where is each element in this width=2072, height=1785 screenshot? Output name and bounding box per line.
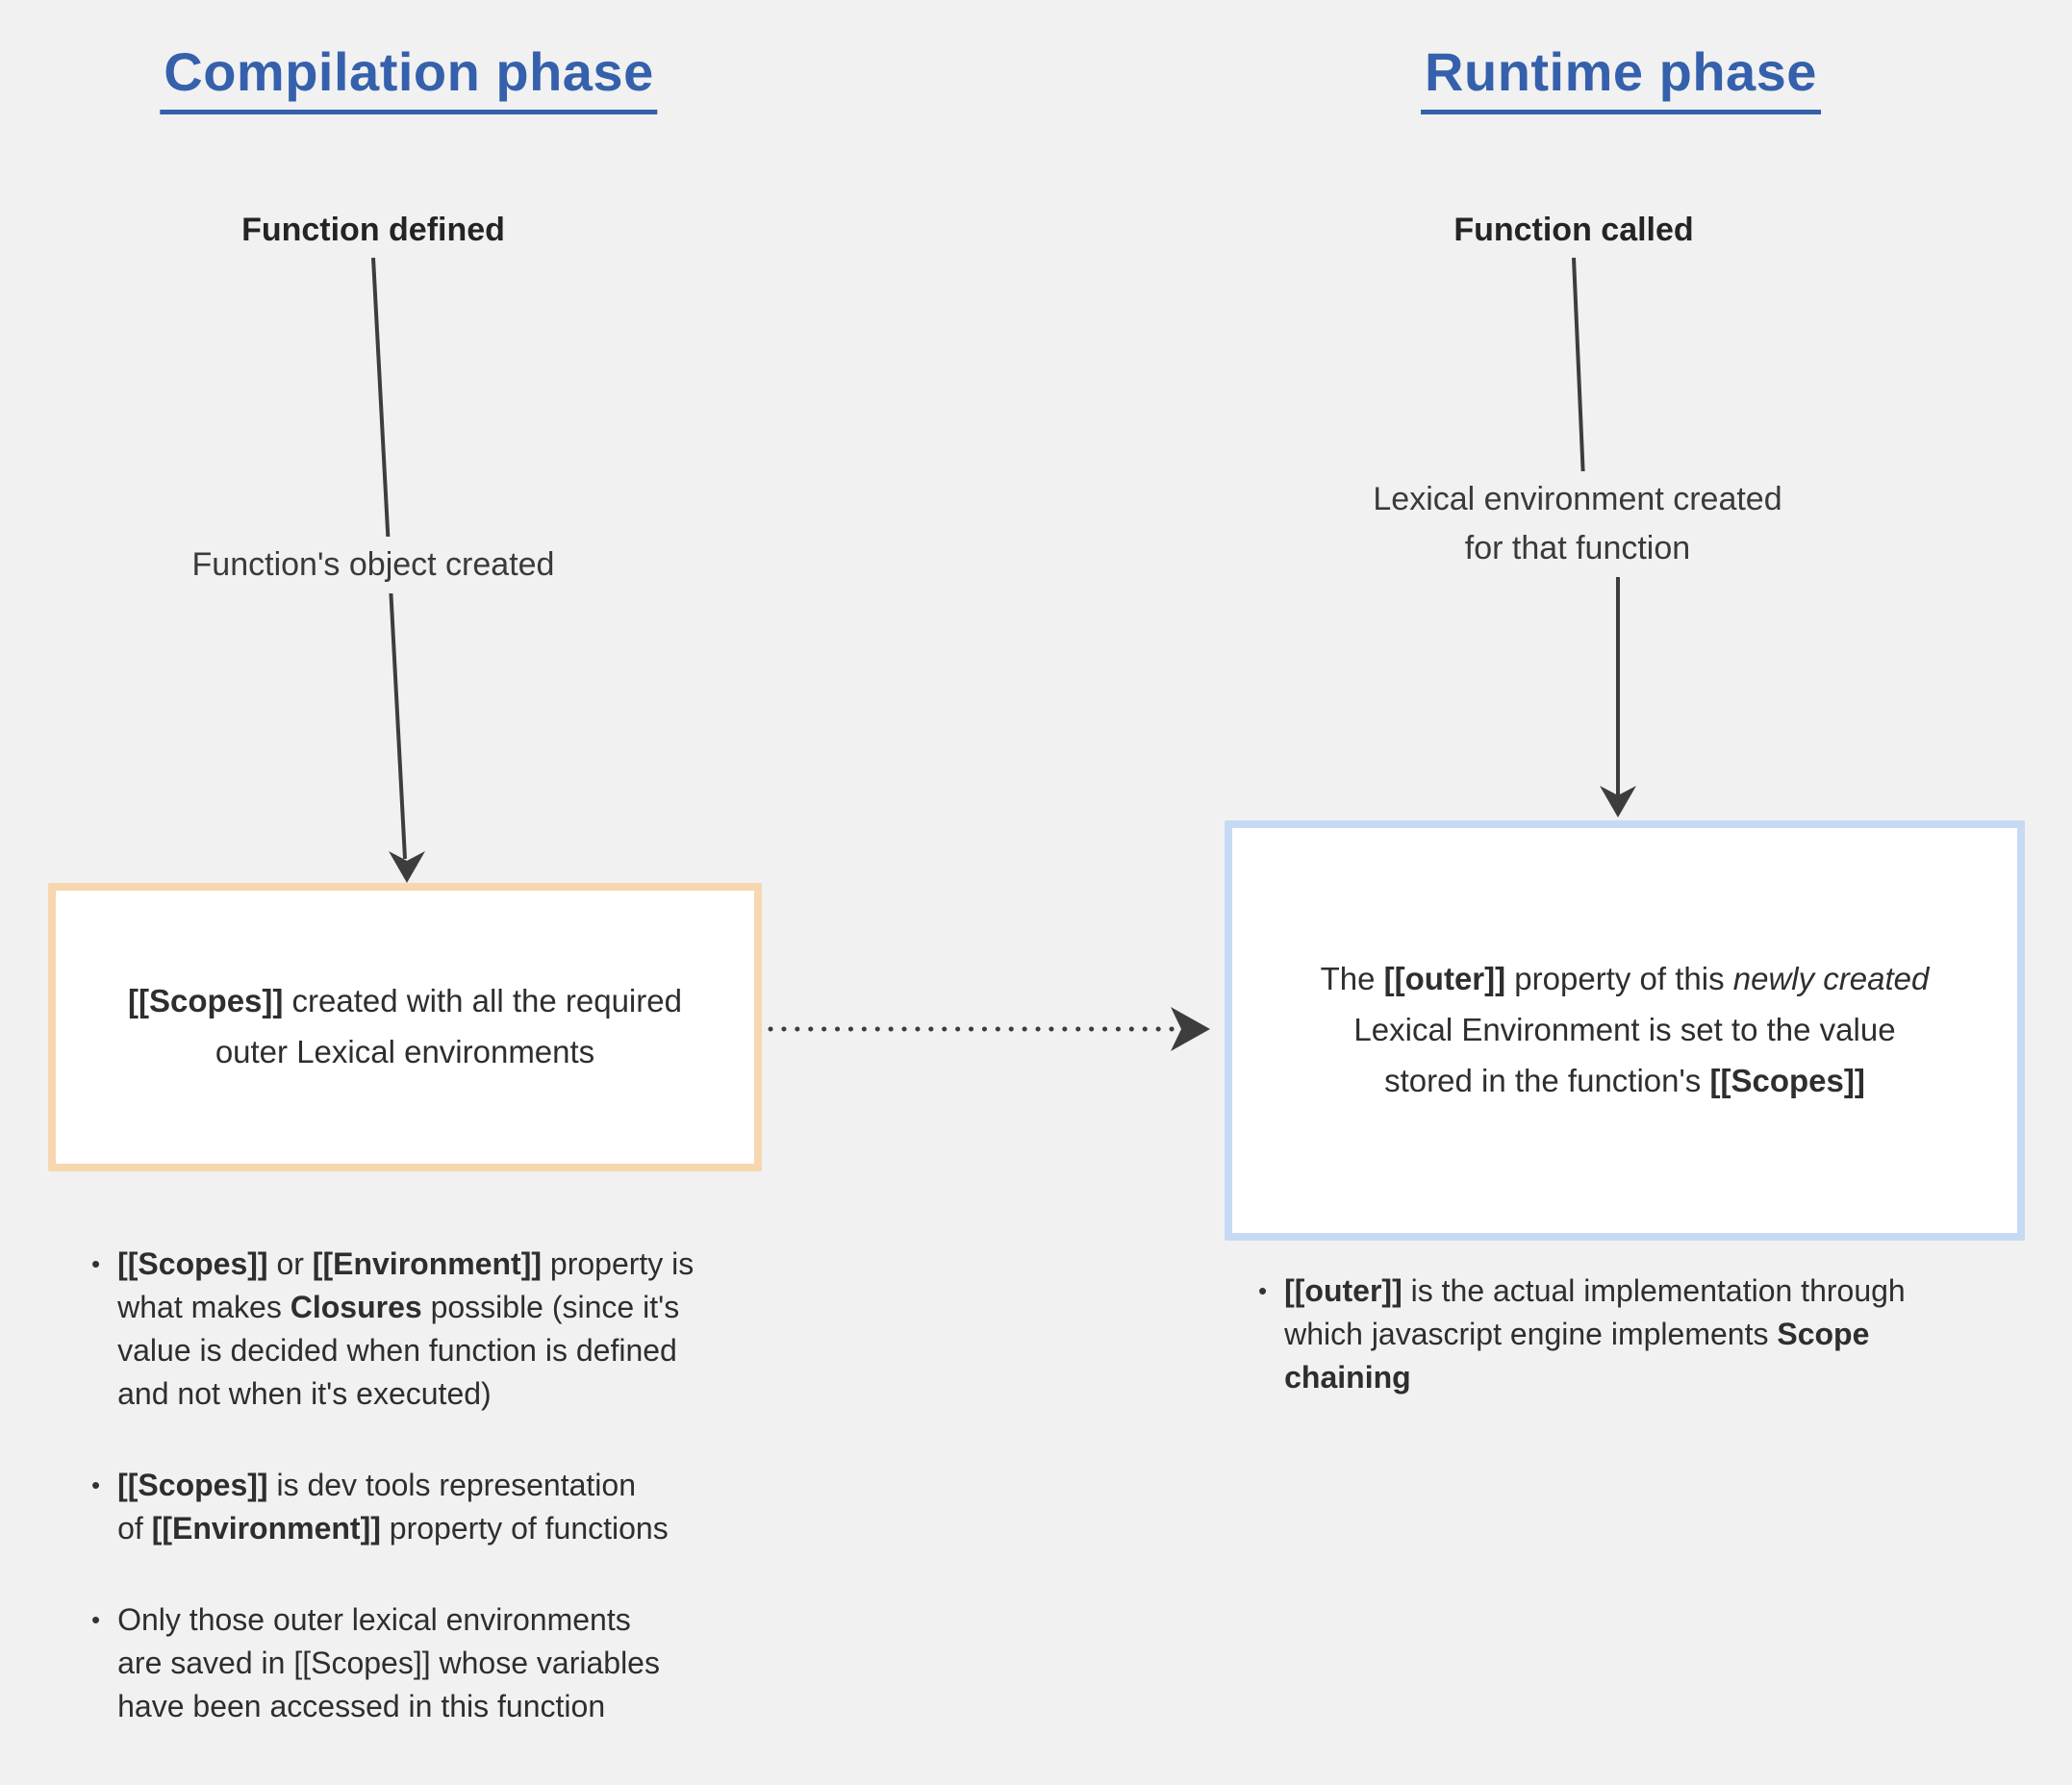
note-text: [[Scopes]] or [[Environment]] property i… <box>117 1246 695 1411</box>
bullet-dot-icon: • <box>1258 1276 1268 1305</box>
scopes-created-box-text: [[Scopes]] created with all the required… <box>128 983 682 1069</box>
outer-property-box: The [[outer]] property of this newly cre… <box>1225 820 2025 1241</box>
scopes-created-box: [[Scopes]] created with all the required… <box>48 883 762 1171</box>
scopes-to-outer-arrowhead-icon <box>1171 1007 1210 1051</box>
list-item: • [[outer]] is the actual implementation… <box>1258 1270 2009 1399</box>
bullet-dot-icon: • <box>91 1605 101 1634</box>
note-text: [[outer]] is the actual implementation t… <box>1284 1273 1906 1395</box>
runtime-flow-arrowhead-icon <box>1600 786 1636 817</box>
function-object-created-label: Function's object created <box>178 537 569 593</box>
compilation-notes-list: • [[Scopes]] or [[Environment]] property… <box>91 1243 765 1776</box>
runtime-notes-list: • [[outer]] is the actual implementation… <box>1258 1270 2009 1447</box>
function-called-label: Function called <box>1453 212 1694 248</box>
compilation-flow-arrowhead-icon <box>389 851 425 883</box>
outer-property-box-text: The [[outer]] property of this newly cre… <box>1320 961 1930 1098</box>
bullet-dot-icon: • <box>91 1471 101 1499</box>
list-item: • [[Scopes]] or [[Environment]] property… <box>91 1243 765 1416</box>
compilation-phase-heading: Compilation phase <box>160 40 658 114</box>
bullet-dot-icon: • <box>91 1249 101 1278</box>
list-item: • [[Scopes]] is dev tools representation… <box>91 1464 765 1550</box>
function-defined-label: Function defined <box>241 212 505 248</box>
runtime-phase-heading: Runtime phase <box>1421 40 1821 114</box>
